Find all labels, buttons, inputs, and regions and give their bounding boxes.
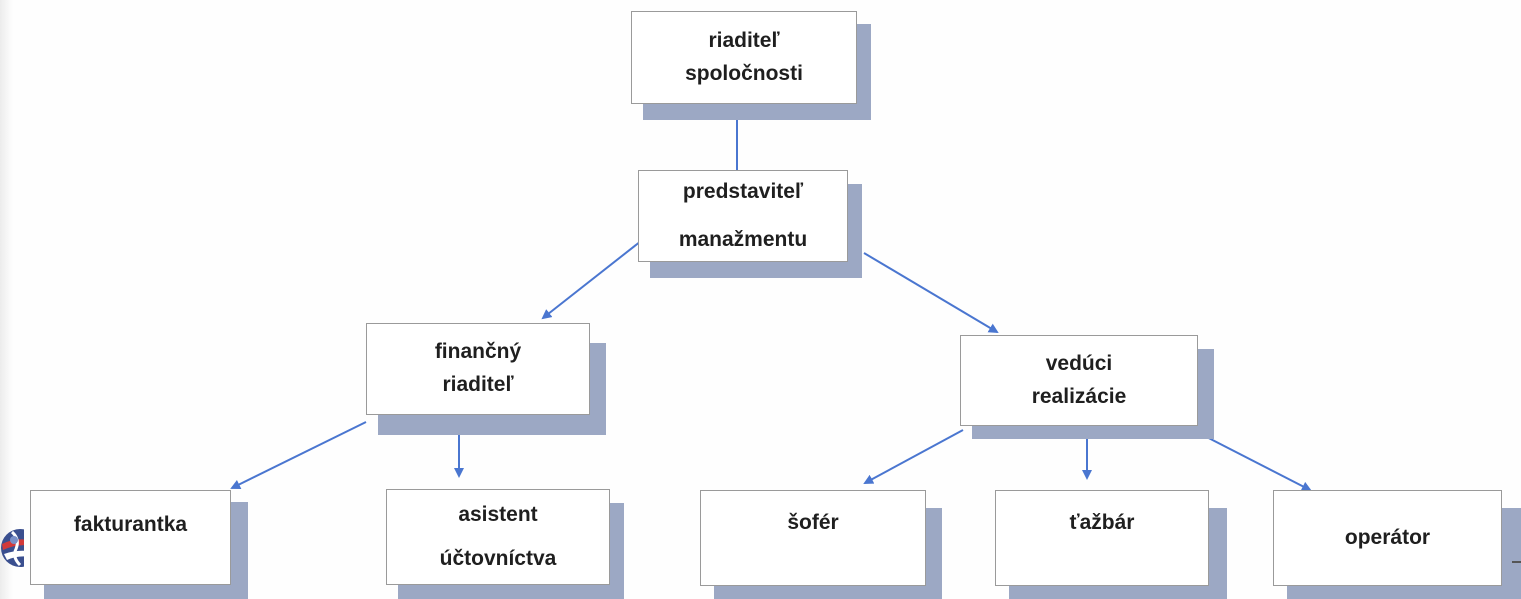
scan-margin (0, 0, 14, 599)
node-label-line: vedúci (1045, 351, 1113, 375)
node-box: vedúci realizácie (960, 335, 1198, 426)
edge-ops-driver (863, 429, 964, 484)
node-label-line: realizácie (1031, 384, 1127, 408)
node-label-line: účtovníctva (439, 547, 557, 570)
node-box: fakturantka (30, 490, 231, 585)
node-box: šofér (700, 490, 926, 586)
node-box: ťažbár (995, 490, 1209, 586)
edge-mgmt-cfo (541, 240, 642, 320)
globe-icon (0, 527, 24, 569)
node-label-line: riaditeľ (708, 28, 780, 52)
node-box: riaditeľ spoločnosti (631, 11, 857, 104)
node-box: predstaviteľ manažmentu (638, 170, 848, 262)
edge-ops-operator (1192, 429, 1312, 491)
node-label-line: spoločnosti (685, 61, 803, 85)
node-label-line: asistent (458, 502, 538, 526)
edge-mark (1512, 561, 1521, 563)
node-box: finančný riaditeľ (366, 323, 590, 415)
node-label-line: fakturantka (73, 513, 188, 536)
node-label-line: manažmentu (678, 228, 808, 251)
edge-cfo-invoicing (230, 421, 367, 489)
node-box: asistent účtovníctva (386, 489, 610, 585)
node-label-line: ťažbár (1069, 511, 1135, 534)
node-label-line: operátor (1344, 525, 1431, 549)
node-label-line: šofér (787, 511, 839, 534)
edge-mgmt-ops (863, 252, 999, 334)
node-label-line: predstaviteľ (682, 179, 804, 203)
node-box: operátor (1273, 490, 1502, 586)
node-label-line: finančný (434, 340, 522, 364)
node-label-line: riaditeľ (442, 373, 514, 396)
